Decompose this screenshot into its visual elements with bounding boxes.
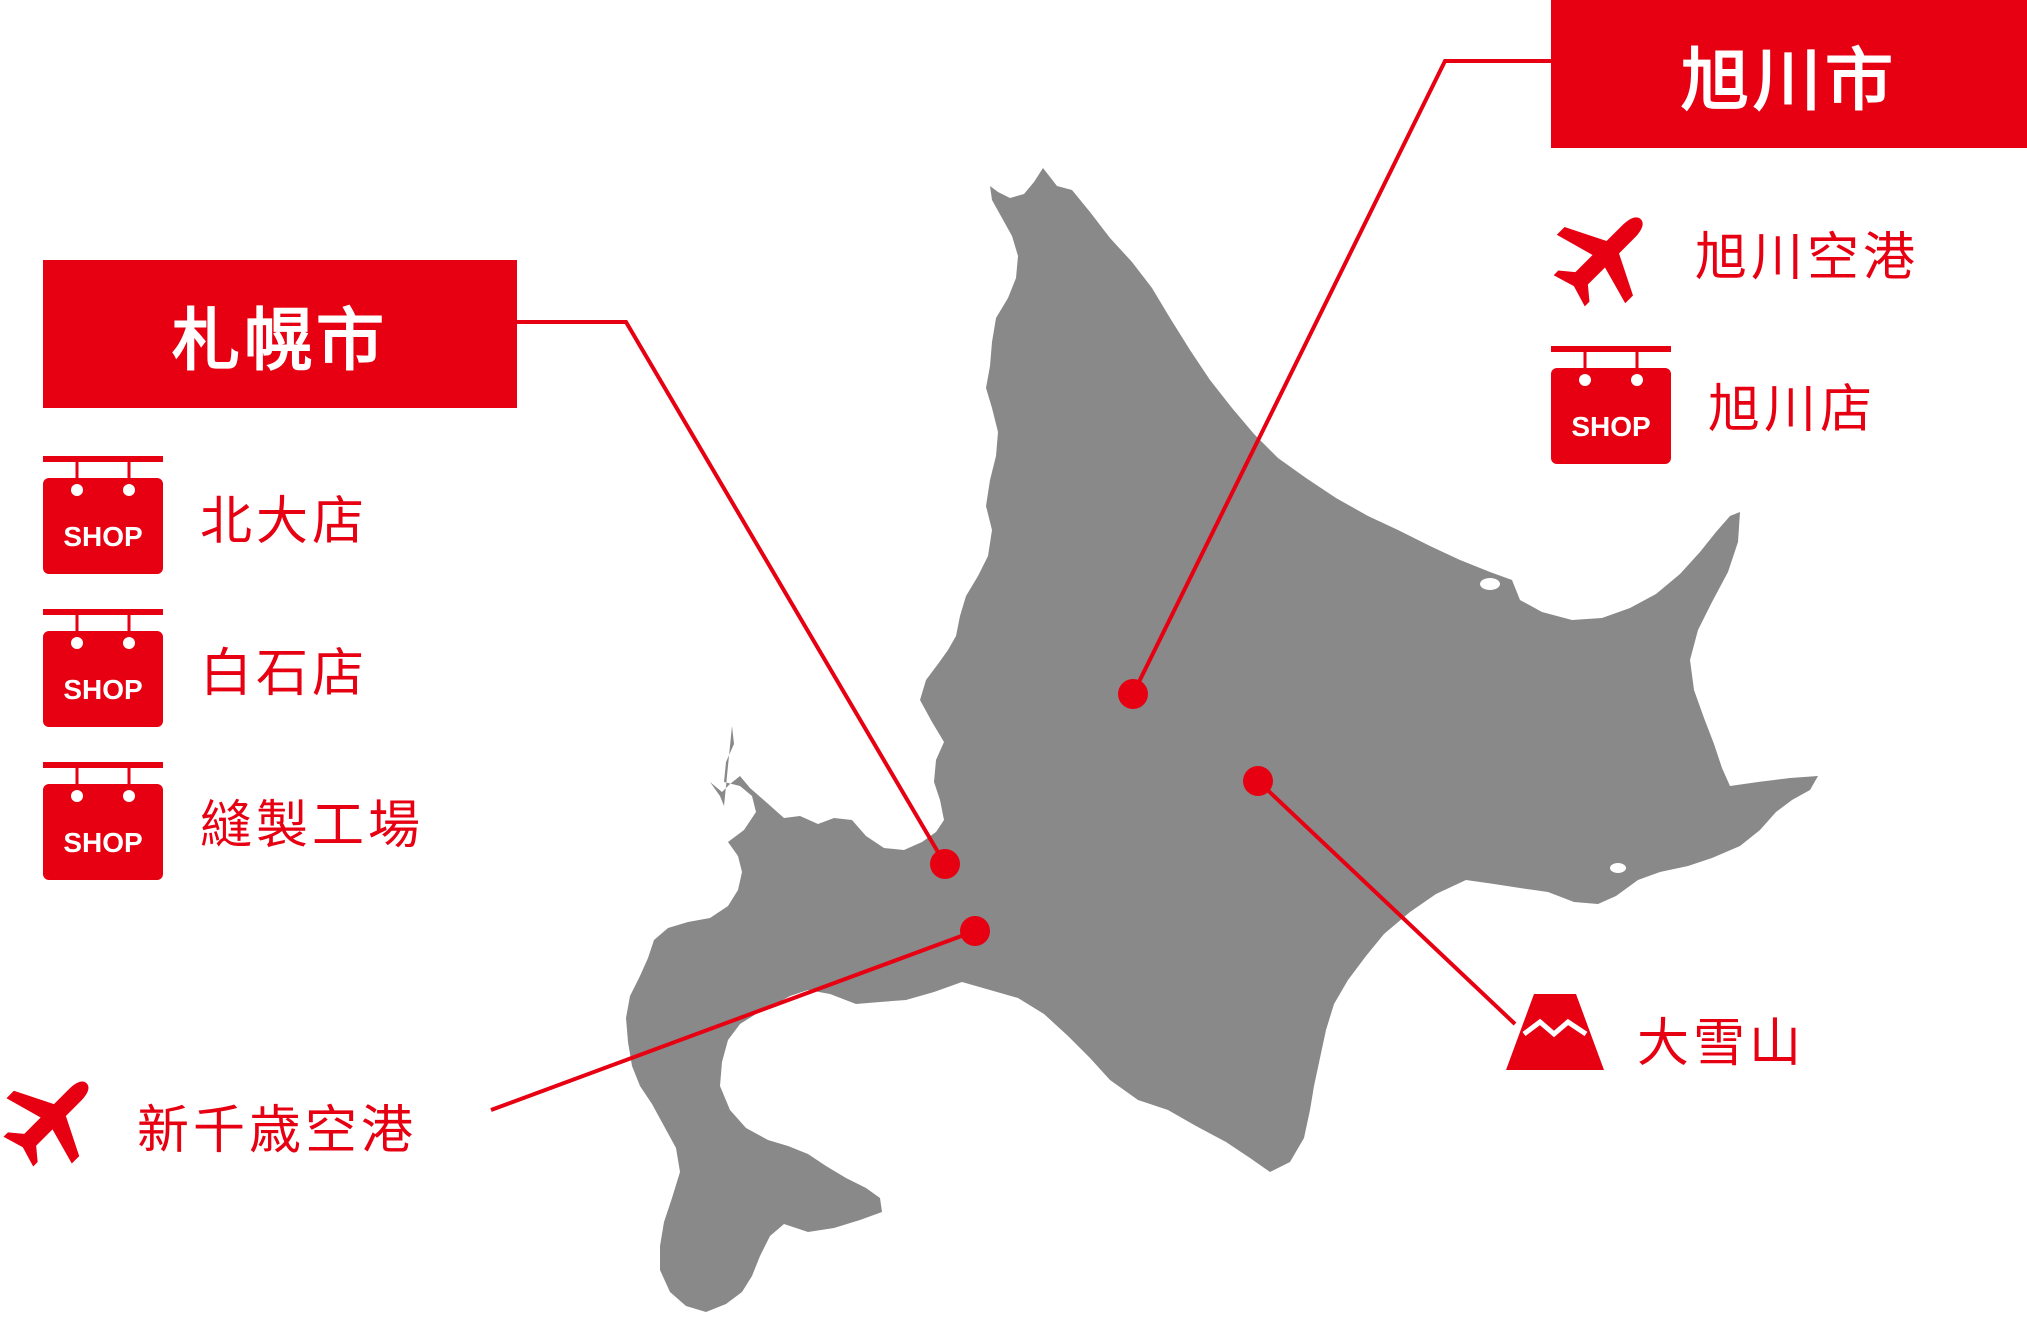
lake-marker <box>1480 578 1500 590</box>
asahikawa-location-dot[interactable] <box>1118 679 1148 709</box>
asahikawa-connector-line <box>1131 59 1551 695</box>
shop-icon: SHOP <box>1551 346 1671 464</box>
sapporo-title: 札幌市 <box>171 301 388 381</box>
asahikawa-banner[interactable]: 旭川市 <box>1551 0 2027 148</box>
airplane-icon <box>3 1081 89 1167</box>
svg-text:SHOP: SHOP <box>1571 411 1650 442</box>
sapporo-location-dot[interactable] <box>930 849 960 879</box>
sapporo-connector-line <box>517 320 947 866</box>
svg-text:SHOP: SHOP <box>63 827 142 858</box>
daisetsuzan-location-dot[interactable] <box>1243 766 1273 796</box>
asahikawa-airport-label[interactable]: 旭川空港 <box>1695 228 1920 288</box>
shop-icon: SHOP <box>43 762 163 880</box>
hokkaido-landmass <box>626 168 1818 1312</box>
shop-icon: SHOP <box>43 609 163 727</box>
asahikawa-shop-label[interactable]: 旭川店 <box>1708 380 1877 440</box>
asahikawa-title: 旭川市 <box>1680 41 1897 121</box>
daisetsuzan-connector-line <box>1256 779 1517 1026</box>
daisetsuzan-label[interactable]: 大雪山 <box>1637 1014 1806 1074</box>
shop-icon: SHOP <box>43 456 163 574</box>
new-chitose-location-dot[interactable] <box>960 916 990 946</box>
sapporo-shop-label-hokudai[interactable]: 北大店 <box>200 492 369 552</box>
airplane-icon <box>1553 217 1643 307</box>
svg-text:SHOP: SHOP <box>63 674 142 705</box>
sapporo-factory-label[interactable]: 縫製工場 <box>200 796 425 856</box>
lake-marker <box>1610 863 1626 873</box>
sapporo-shop-label-shiroishi[interactable]: 白石店 <box>200 644 369 704</box>
new-chitose-airport-label[interactable]: 新千歳空港 <box>137 1101 418 1161</box>
sapporo-banner[interactable]: 札幌市 <box>43 260 517 408</box>
new-chitose-connector-line <box>490 929 976 1112</box>
mountain-icon <box>1506 994 1604 1070</box>
svg-text:SHOP: SHOP <box>63 521 142 552</box>
